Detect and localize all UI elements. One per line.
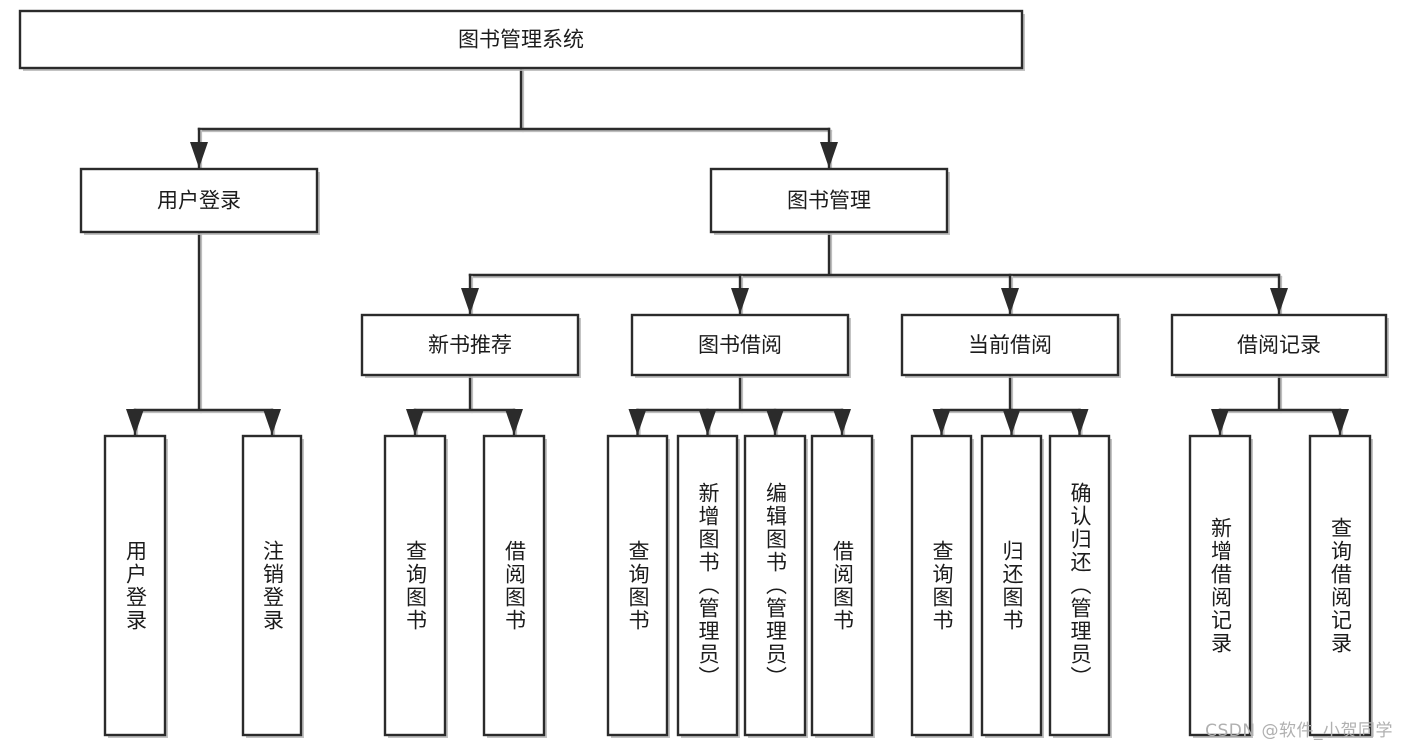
arrow-head-icon <box>1331 409 1349 435</box>
node-leaf-10[interactable] <box>1048 434 1112 738</box>
node-leaf-9[interactable] <box>980 434 1044 738</box>
node-leaf-11[interactable] <box>1188 434 1253 738</box>
node-root[interactable]: 图书管理系统 <box>18 9 1025 71</box>
arrow-head-icon <box>1070 409 1089 435</box>
node-leaf-12[interactable] <box>1308 434 1373 738</box>
arrow-head-icon <box>1211 409 1229 435</box>
node-leaf-0[interactable] <box>103 434 168 738</box>
node-label: 图书管理 <box>787 189 871 213</box>
arrow-head-icon <box>833 409 851 435</box>
arrow-head-icon <box>698 409 717 435</box>
arrow-head-icon <box>406 409 424 435</box>
node-rect[interactable] <box>1048 434 1111 737</box>
node-label: 图书管理系统 <box>458 28 584 52</box>
node-rect[interactable] <box>383 434 447 737</box>
arrow-head-icon <box>820 142 838 168</box>
node-leaf-1[interactable] <box>241 434 304 738</box>
arrow-head-icon <box>731 288 749 314</box>
arrow-head-icon <box>461 288 479 314</box>
node-leaf-4[interactable] <box>606 434 670 738</box>
watermark-text: CSDN @软件_小贺同学 <box>1205 721 1393 741</box>
node-rect[interactable] <box>743 434 807 737</box>
node-leaf-2[interactable] <box>383 434 448 738</box>
node-rect[interactable] <box>482 434 546 737</box>
arrow-head-icon <box>1270 288 1288 314</box>
node-label: 当前借阅 <box>968 333 1052 357</box>
node-rect[interactable] <box>1308 434 1372 737</box>
node-rect[interactable] <box>900 313 1120 377</box>
node-rect[interactable] <box>630 313 850 377</box>
node-label: 用户登录 <box>157 189 241 213</box>
node-l3-0[interactable]: 新书推荐 <box>360 313 581 378</box>
node-label: 图书借阅 <box>698 333 782 357</box>
node-rect[interactable] <box>1188 434 1252 737</box>
arrow-head-icon <box>505 409 523 435</box>
node-l3-3[interactable]: 借阅记录 <box>1170 313 1389 378</box>
node-leaf-3[interactable] <box>482 434 547 738</box>
node-rect[interactable] <box>676 434 739 737</box>
arrow-head-icon <box>1001 288 1019 314</box>
arrow-head-icon <box>126 409 144 435</box>
node-rect[interactable] <box>241 434 303 737</box>
node-rect[interactable] <box>79 167 319 234</box>
node-rect[interactable] <box>103 434 167 737</box>
node-rect[interactable] <box>980 434 1043 737</box>
arrow-head-icon <box>932 409 951 435</box>
node-leaf-6[interactable] <box>743 434 808 738</box>
node-l2-0[interactable]: 用户登录 <box>79 167 320 235</box>
node-l3-2[interactable]: 当前借阅 <box>900 313 1121 378</box>
node-rect[interactable] <box>18 9 1024 70</box>
node-rect[interactable] <box>1170 313 1388 377</box>
node-l3-1[interactable]: 图书借阅 <box>630 313 851 378</box>
node-label: 借阅记录 <box>1237 333 1321 357</box>
node-rect[interactable] <box>810 434 874 737</box>
node-rect[interactable] <box>360 313 580 377</box>
node-label: 新书推荐 <box>428 333 512 357</box>
arrow-head-icon <box>766 409 784 435</box>
node-rect[interactable] <box>709 167 949 234</box>
node-l2-1[interactable]: 图书管理 <box>709 167 950 235</box>
arrow-head-icon <box>628 409 647 435</box>
node-leaf-8[interactable] <box>910 434 974 738</box>
node-rect[interactable] <box>910 434 973 737</box>
node-leaf-5[interactable] <box>676 434 740 738</box>
connector-edges <box>126 66 1349 439</box>
arrow-head-icon <box>263 409 281 435</box>
arrow-head-icon <box>190 142 208 168</box>
node-leaf-7[interactable] <box>810 434 875 738</box>
arrow-head-icon <box>1002 409 1021 435</box>
node-rect[interactable] <box>606 434 669 737</box>
